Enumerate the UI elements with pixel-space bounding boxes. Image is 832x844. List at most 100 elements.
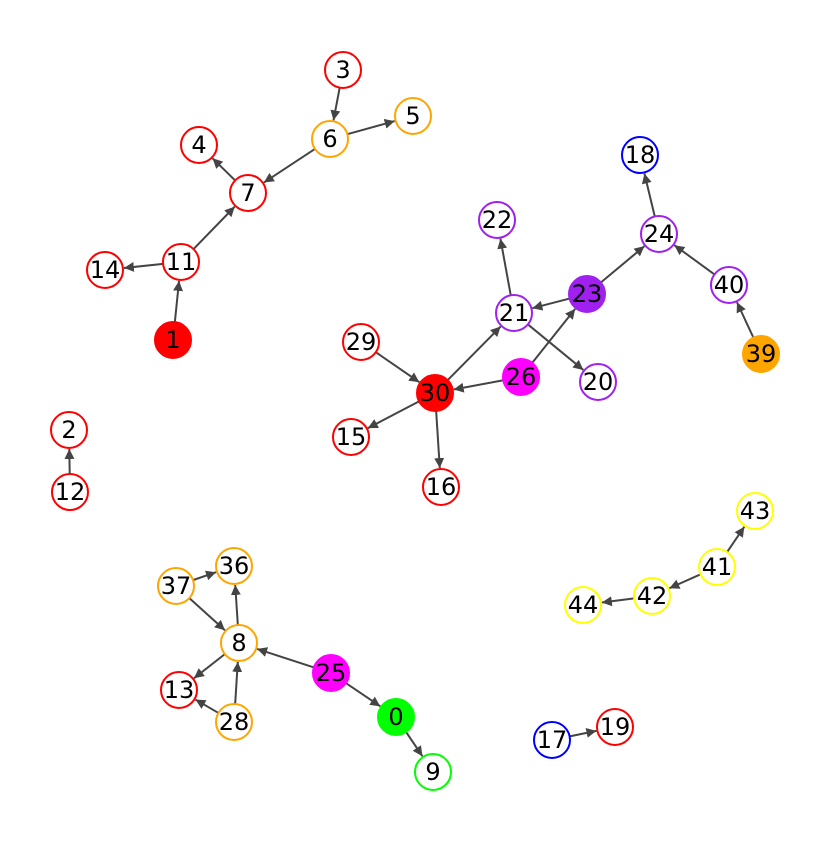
node-circle-2 [50,411,88,449]
node-37: 37 [157,567,195,605]
node-label-6: 6 [322,125,337,153]
edge-17-to-19 [569,727,597,738]
node-0: 0 [377,698,415,736]
node-41: 41 [698,548,736,586]
node-label-20: 20 [583,368,614,396]
node-label-37: 37 [161,572,192,600]
node-label-39: 39 [746,340,777,368]
node-1: 1 [154,321,192,359]
node-label-4: 4 [191,131,206,159]
node-19: 19 [596,708,634,746]
node-26: 26 [502,358,540,396]
node-43: 43 [736,492,774,530]
node-label-40: 40 [714,271,745,299]
edges-layer [64,87,755,757]
node-circle-26 [502,358,540,396]
node-label-41: 41 [702,553,733,581]
node-6: 6 [311,120,349,158]
node-28: 28 [215,703,253,741]
node-8: 8 [220,624,258,662]
node-circle-36 [215,547,253,585]
node-12: 12 [51,473,89,511]
node-5: 5 [394,97,432,135]
node-label-23: 23 [572,280,603,308]
edge-23-to-24 [600,245,646,284]
node-label-24: 24 [644,220,675,248]
node-circle-14 [86,251,124,289]
node-label-14: 14 [90,256,121,284]
node-circle-21 [495,294,533,332]
node-label-22: 22 [482,206,513,234]
node-14: 14 [86,251,124,289]
node-39: 39 [742,335,780,373]
node-label-11: 11 [166,248,197,276]
node-circle-20 [579,363,617,401]
node-label-25: 25 [316,659,347,687]
node-circle-7 [229,174,267,212]
node-circle-43 [736,492,774,530]
edge-0-to-9 [405,731,424,757]
edge-30-to-16 [434,410,445,469]
node-13: 13 [160,671,198,709]
node-29: 29 [342,323,380,361]
node-24: 24 [640,215,678,253]
node-circle-1 [154,321,192,359]
node-label-26: 26 [506,363,537,391]
node-circle-15 [332,418,370,456]
node-label-19: 19 [600,713,631,741]
node-circle-11 [162,243,200,281]
node-label-15: 15 [336,423,367,451]
edge-41-to-42 [668,573,701,590]
node-36: 36 [215,547,253,585]
edge-11-to-7 [192,205,236,250]
node-23: 23 [568,275,606,313]
node-label-13: 13 [164,676,195,704]
edge-21-to-22 [497,238,512,296]
edge-30-to-15 [367,400,420,430]
edge-8-to-36 [230,584,241,626]
edge-25-to-8 [256,647,315,669]
node-3: 3 [324,51,362,89]
edge-30-to-21 [446,325,502,381]
node-label-1: 1 [165,326,180,354]
edge-3-to-6 [330,87,341,121]
node-label-18: 18 [625,141,656,169]
node-circle-13 [160,671,198,709]
edge-23-to-21 [532,297,570,311]
edge-21-to-20 [527,323,584,371]
node-label-44: 44 [568,591,599,619]
node-label-21: 21 [499,299,530,327]
node-label-36: 36 [219,552,250,580]
node-label-17: 17 [537,726,568,754]
node-circle-23 [568,275,606,313]
edge-29-to-30 [375,351,420,384]
node-30: 30 [416,374,454,412]
edge-1-to-11 [173,280,184,323]
node-circle-37 [157,567,195,605]
edge-37-to-36 [192,570,217,582]
edge-28-to-8 [232,661,243,705]
edge-42-to-44 [601,596,635,607]
edge-24-to-18 [641,173,656,217]
node-circle-12 [51,473,89,511]
node-circle-44 [564,586,602,624]
edge-6-to-7 [263,148,316,184]
node-18: 18 [621,136,659,174]
node-label-9: 9 [425,758,440,786]
node-2: 2 [50,411,88,449]
edge-25-to-0 [345,682,381,708]
nodes-layer: 0123456789111213141516171819202122232425… [50,51,780,791]
node-label-7: 7 [240,179,255,207]
node-circle-3 [324,51,362,89]
node-label-3: 3 [335,56,350,84]
node-label-30: 30 [420,379,451,407]
node-25: 25 [312,654,350,692]
edge-26-to-30 [453,379,504,393]
node-17: 17 [533,721,571,759]
node-44: 44 [564,586,602,624]
node-circle-25 [312,654,350,692]
edge-40-to-24 [673,244,716,276]
node-circle-17 [533,721,571,759]
node-4: 4 [180,126,218,164]
